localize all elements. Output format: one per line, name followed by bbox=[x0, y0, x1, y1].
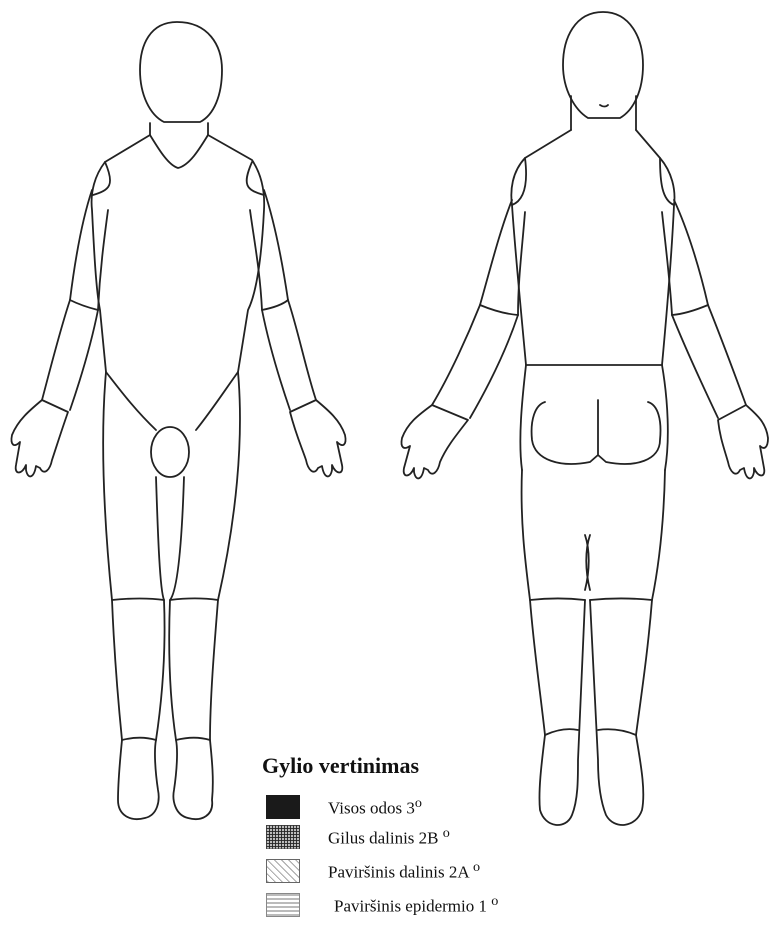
back-right-knee bbox=[590, 599, 652, 601]
back-head bbox=[563, 12, 643, 118]
back-left-hand bbox=[401, 405, 468, 478]
legend-item-full-thickness: Visos odos 3o bbox=[266, 793, 596, 819]
back-view-figure bbox=[401, 12, 768, 825]
legend-title: Gylio vertinimas bbox=[262, 753, 600, 779]
solid-swatch-icon bbox=[266, 795, 300, 819]
back-right-hand bbox=[718, 405, 768, 478]
back-left-elbow bbox=[480, 305, 518, 315]
legend-item-superficial-partial: Paviršinis dalinis 2A o bbox=[266, 857, 596, 883]
front-neck bbox=[150, 123, 208, 168]
front-view-figure bbox=[11, 22, 345, 819]
front-left-forearm bbox=[42, 300, 98, 410]
back-right-ankle bbox=[598, 729, 636, 735]
legend-label: Gilus dalinis 2B bbox=[328, 829, 443, 848]
front-left-leg bbox=[103, 372, 164, 819]
back-right-upper-arm bbox=[662, 200, 708, 315]
front-left-upper-arm bbox=[70, 190, 108, 310]
back-torso bbox=[511, 130, 674, 365]
diagonal-swatch-icon bbox=[266, 859, 300, 883]
legend-item-superficial-epidermal: Paviršinis epidermio 1 o bbox=[266, 891, 596, 917]
front-right-upper-arm bbox=[250, 190, 288, 310]
grid-swatch-icon bbox=[266, 825, 300, 849]
degree-mark: o bbox=[473, 859, 480, 875]
legend-label: Paviršinis dalinis 2A bbox=[328, 863, 473, 882]
degree-mark: o bbox=[443, 825, 450, 841]
front-right-ankle bbox=[176, 738, 210, 740]
back-hips bbox=[520, 365, 667, 470]
back-right-elbow bbox=[672, 305, 708, 315]
back-left-upper-arm bbox=[480, 200, 525, 315]
front-right-leg bbox=[169, 372, 240, 819]
back-buttocks bbox=[532, 400, 661, 464]
back-shoulder-line bbox=[512, 158, 674, 205]
front-right-forearm bbox=[262, 300, 316, 410]
front-head bbox=[140, 22, 222, 122]
front-left-hand bbox=[11, 400, 68, 476]
front-left-ankle bbox=[122, 738, 156, 740]
back-left-knee bbox=[530, 599, 585, 601]
front-right-knee bbox=[170, 599, 218, 601]
degree-mark: o bbox=[415, 795, 422, 811]
front-left-elbow bbox=[70, 300, 98, 310]
front-groin bbox=[151, 427, 189, 477]
back-left-forearm bbox=[432, 305, 518, 418]
horizontal-swatch-icon bbox=[266, 893, 300, 917]
back-left-ankle bbox=[545, 729, 578, 735]
back-right-forearm bbox=[672, 305, 746, 418]
degree-mark: o bbox=[491, 893, 498, 909]
front-right-hand bbox=[290, 400, 346, 476]
legend-label: Paviršinis epidermio 1 bbox=[334, 897, 491, 916]
legend: Gylio vertinimas bbox=[260, 753, 600, 779]
legend-item-deep-partial: Gilus dalinis 2B o bbox=[266, 823, 596, 849]
front-right-elbow bbox=[262, 300, 288, 310]
legend-label: Visos odos 3 bbox=[328, 799, 415, 818]
front-left-knee bbox=[112, 599, 164, 601]
